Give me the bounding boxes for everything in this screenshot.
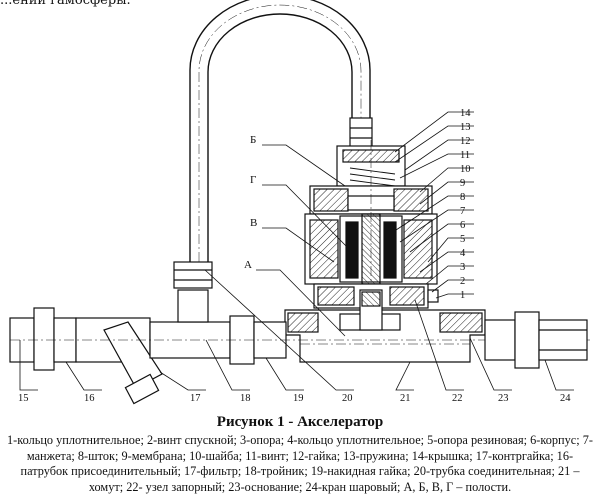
leader-lines-bottom [19,269,574,391]
label-12: 12 [460,136,471,147]
label-cavity-v: В [250,217,257,229]
label-10: 10 [460,164,471,175]
label-9: 9 [460,178,465,189]
tube-nut-top [349,117,373,149]
label-7: 7 [460,206,465,217]
label-17: 17 [190,393,201,404]
label-23: 23 [498,393,509,404]
labels-right: 14 13 12 11 10 9 8 7 6 5 4 3 2 1 [460,108,471,301]
accelerator-drawing: 14 13 12 11 10 9 8 7 6 5 4 3 2 1 15 16 1… [9,0,590,405]
label-14: 14 [460,108,471,119]
label-8: 8 [460,192,465,203]
base [284,289,486,363]
label-19: 19 [293,393,304,404]
label-20: 20 [342,393,353,404]
accelerator-head [304,140,439,330]
label-cavity-a: А [244,259,252,271]
label-11: 11 [460,150,470,161]
label-21: 21 [400,393,411,404]
label-2: 2 [460,276,465,287]
label-cavity-g: Г [250,174,256,186]
label-22: 22 [452,393,463,404]
label-6: 6 [460,220,465,231]
figure-title: Рисунок 1 - Акселератор [216,414,384,430]
label-24: 24 [560,393,571,404]
labels-bottom: 15 16 17 18 19 20 21 22 23 24 [18,393,571,404]
leader-lines-letters [256,144,349,337]
left-pipe-assembly [9,261,590,405]
label-4: 4 [460,248,466,259]
leader-lines-right [394,111,474,299]
label-5: 5 [460,234,465,245]
label-3: 3 [460,262,465,273]
label-15: 15 [18,393,29,404]
connecting-tube [189,0,371,262]
figure-legend: 1-кольцо уплотнительное; 2-винт спускной… [7,433,593,494]
label-16: 16 [84,393,95,404]
right-pipe-assembly [484,311,588,369]
labels-letters: Б Г В А [244,134,257,271]
figure-caption: Рисунок 1 - Акселератор 1-кольцо уплотни… [0,413,600,495]
label-18: 18 [240,393,251,404]
top-text-fragment: ...ении гамосферы. [0,0,131,8]
label-13: 13 [460,122,471,133]
label-1: 1 [460,290,465,301]
label-cavity-b: Б [250,134,256,146]
